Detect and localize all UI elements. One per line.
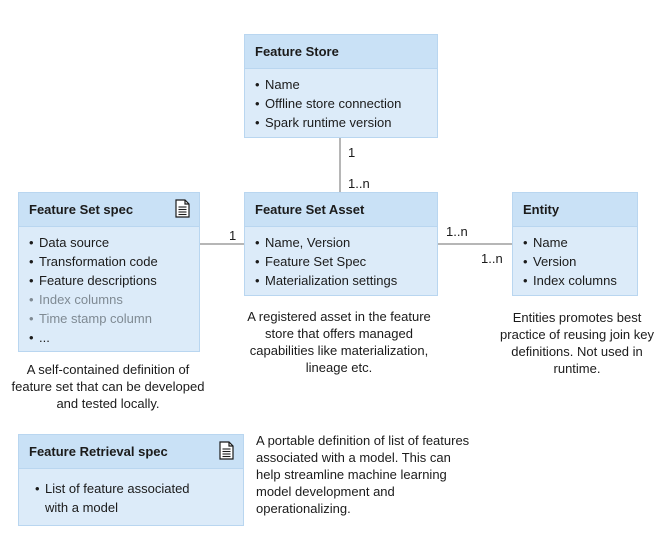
feature-retrieval-spec-header: Feature Retrieval spec [19,435,243,469]
list-item: •Feature Set Spec [255,254,367,269]
feature-retrieval-spec-box: Feature Retrieval spec •List of feature … [18,434,244,526]
multiplicity-spec: 1 [229,228,237,243]
list-item: •Name, Version [255,235,351,250]
list-item: •Version [523,254,577,269]
feature-retrieval-spec-title: Feature Retrieval spec [29,444,168,459]
list-item: •Materialization settings [255,273,398,288]
feature-set-asset-box: Feature Set Asset •Name, Version •Featur… [244,192,438,296]
feature-set-spec-caption: A self-contained definition of feature s… [11,362,205,411]
list-item: •... [29,330,50,345]
feature-retrieval-spec-items: •List of feature associated with a model [19,469,243,523]
list-item: •Offline store connection [255,96,402,111]
multiplicity-store-top: 1 [348,145,356,160]
feature-set-spec-box: Feature Set spec •Data source •Transform… [18,192,200,352]
feature-retrieval-spec-caption: A portable definition of list of feature… [256,433,470,516]
multiplicity-asset-right: 1..n [446,224,468,239]
entity-title: Entity [513,193,637,227]
list-item: •List of feature associated with a model [35,481,190,515]
entity-caption: Entities promotes best practice of reusi… [500,310,654,376]
list-item: •Spark runtime version [255,115,392,130]
multiplicity-asset-top: 1..n [348,176,370,191]
list-item: •Index columns [29,292,123,307]
feature-store-title: Feature Store [245,35,437,69]
list-item: •Index columns [523,273,617,288]
entity-items: •Name •Version •Index columns [513,227,637,296]
list-item: •Name [523,235,568,250]
feature-set-asset-items: •Name, Version •Feature Set Spec •Materi… [245,227,437,296]
list-item: •Feature descriptions [29,273,157,288]
feature-store-box: Feature Store •Name •Offline store conne… [244,34,438,138]
list-item: •Time stamp column [29,311,152,326]
feature-set-asset-caption: A registered asset in the feature store … [247,309,431,375]
multiplicity-entity-left: 1..n [481,251,503,266]
document-icon [175,199,190,218]
list-item: •Transformation code [29,254,158,269]
feature-store-items: •Name •Offline store connection •Spark r… [245,69,437,138]
feature-set-spec-header: Feature Set spec [19,193,199,227]
document-icon [219,441,234,460]
list-item: •Data source [29,235,110,250]
feature-set-asset-title: Feature Set Asset [245,193,437,227]
entity-box: Entity •Name •Version •Index columns [512,192,638,296]
list-item: •Name [255,77,300,92]
feature-set-spec-items: •Data source •Transformation code •Featu… [19,227,199,353]
feature-set-spec-title: Feature Set spec [29,202,134,217]
